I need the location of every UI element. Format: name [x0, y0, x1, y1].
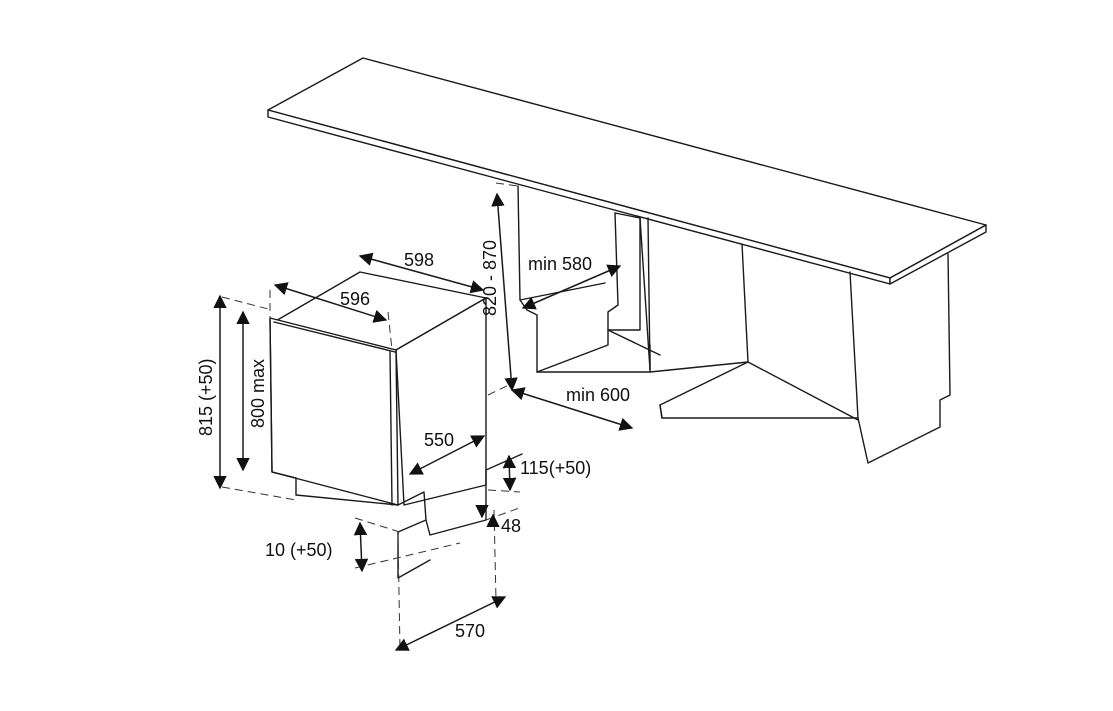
dim-550-arrow — [408, 435, 486, 475]
dim-min600-arrow — [510, 387, 634, 431]
label-550: 550 — [424, 430, 454, 450]
label-10: 10 (+50) — [265, 540, 333, 560]
dim-596-arrow — [273, 282, 388, 323]
dim-min580-arrow — [521, 264, 622, 310]
label-min580: min 580 — [528, 254, 592, 274]
dimension-labels: 598 596 815 (+50) 800 max 820 - 870 min … — [196, 240, 630, 641]
dishwasher-body — [269, 271, 523, 579]
kitchen-niche — [517, 185, 951, 464]
dim-570-arrow — [394, 596, 507, 651]
worktop — [267, 57, 987, 285]
label-800-max: 800 max — [248, 359, 268, 428]
label-815: 815 (+50) — [196, 358, 216, 436]
label-570: 570 — [455, 621, 485, 641]
dim-820-870-arrow — [491, 192, 518, 392]
dim-598-arrow — [358, 252, 485, 294]
label-596: 596 — [340, 289, 370, 309]
dim-115-arrow — [502, 454, 517, 492]
label-min600: min 600 — [566, 385, 630, 405]
dim-10-arrow — [353, 521, 369, 573]
label-598: 598 — [404, 250, 434, 270]
label-115: 115(+50) — [520, 458, 591, 478]
label-820-870: 820 - 870 — [480, 240, 500, 316]
label-48: 48 — [501, 516, 521, 536]
dimension-arrows — [213, 192, 634, 651]
